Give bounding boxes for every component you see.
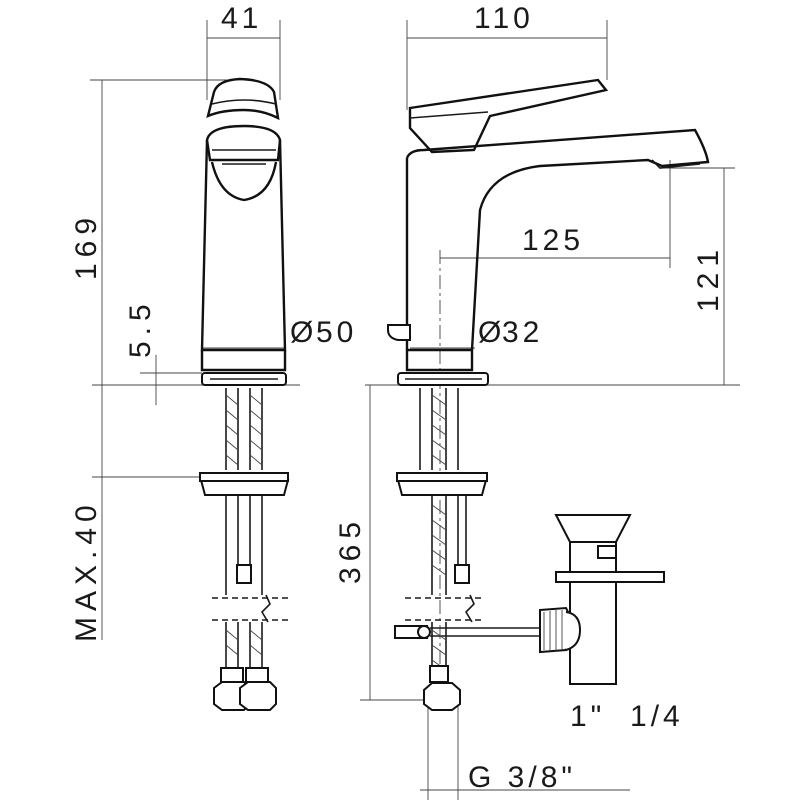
dim-waste-size: 1" 1/4	[570, 700, 684, 733]
front-view	[199, 77, 290, 711]
diameter-symbol: Ø	[290, 316, 317, 349]
dim-spout-height: 121	[692, 244, 725, 312]
dim-hole-diameter-value: 32	[502, 316, 543, 349]
front-hoses	[225, 388, 263, 470]
side-view	[387, 78, 710, 711]
dimension-labels: 41 110 125 G 3/8" 1" 1/4 Ø 50 Ø 32 169 5…	[70, 2, 725, 794]
dim-connection: G 3/8"	[468, 761, 576, 794]
dim-height-total: 169	[70, 212, 103, 280]
dimension-lines	[90, 20, 740, 800]
dim-max-deck: MAX.40	[70, 499, 103, 642]
dim-hose-length: 365	[334, 516, 367, 584]
dim-hole-diameter: Ø 32	[478, 316, 543, 349]
dim-base-diameter-value: 50	[316, 316, 357, 349]
dim-reach: 125	[522, 224, 584, 257]
dim-width-right: 110	[474, 2, 534, 35]
pop-up-waste	[539, 514, 665, 685]
dim-aerator: 5.5	[124, 298, 157, 358]
dim-width-top: 41	[221, 2, 262, 35]
dim-base-diameter: Ø 50	[290, 316, 357, 349]
diameter-symbol: Ø	[478, 316, 505, 349]
